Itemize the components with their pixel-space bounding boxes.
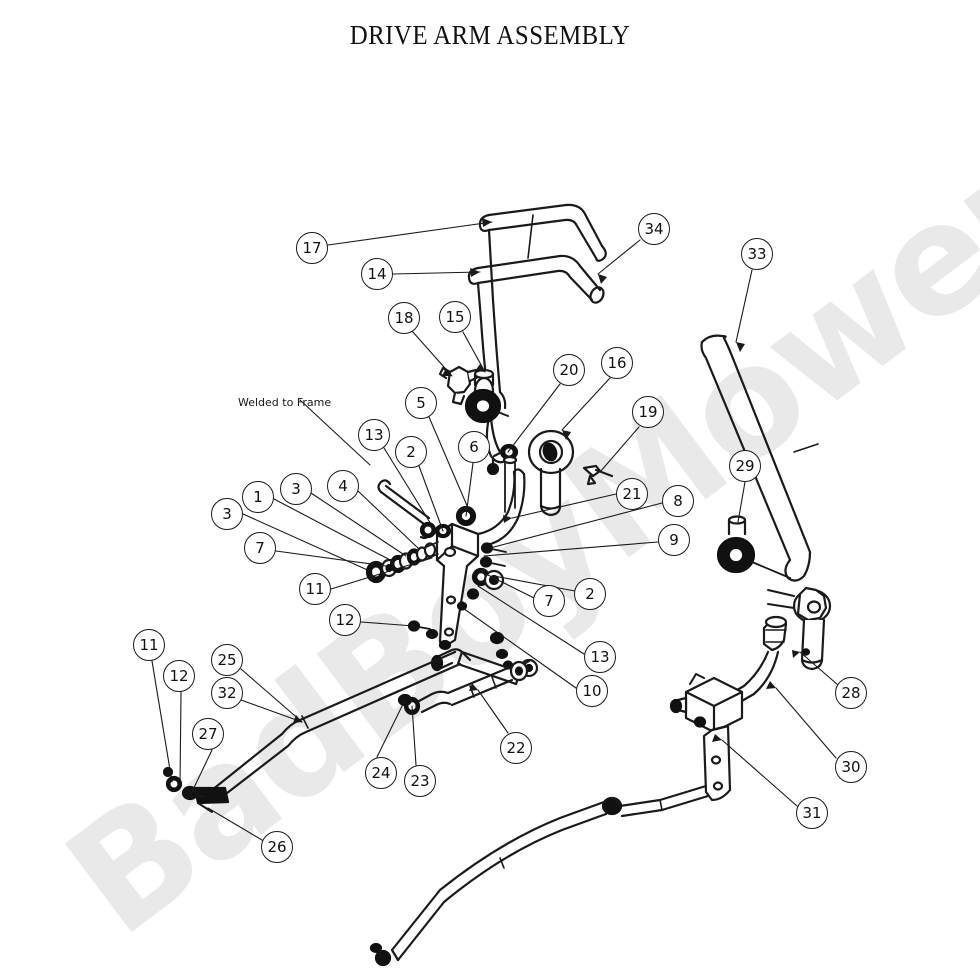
callout-balloon-19[interactable]: 19	[632, 396, 664, 428]
callout-balloon-26[interactable]: 26	[261, 831, 293, 863]
page-title: DRIVE ARM ASSEMBLY	[349, 20, 631, 50]
pivot-hub-part-16	[527, 429, 575, 517]
tie-rod-lower	[403, 660, 529, 716]
callout-balloon-11[interactable]: 11	[133, 629, 165, 661]
callout-balloon-17[interactable]: 17	[296, 232, 328, 264]
callout-balloon-3[interactable]: 3	[280, 473, 312, 505]
bolt-part-19	[582, 464, 614, 486]
hardware-stack-right	[456, 542, 507, 611]
callout-balloon-11[interactable]: 11	[299, 573, 331, 605]
callout-balloon-27[interactable]: 27	[192, 718, 224, 750]
callout-balloon-2[interactable]: 2	[574, 578, 606, 610]
leader-arrowheads	[293, 218, 800, 742]
lower-hardware-group	[407, 620, 514, 670]
callout-balloon-9[interactable]: 9	[658, 524, 690, 556]
callout-balloon-10[interactable]: 10	[576, 675, 608, 707]
callout-balloon-33[interactable]: 33	[741, 238, 773, 270]
callout-balloon-21[interactable]: 21	[616, 478, 648, 510]
callout-balloon-3[interactable]: 3	[211, 498, 243, 530]
callout-balloon-7[interactable]: 7	[533, 585, 565, 617]
drive-arm-plate	[435, 522, 480, 647]
callout-balloon-32[interactable]: 32	[211, 677, 243, 709]
callout-balloon-24[interactable]: 24	[365, 757, 397, 789]
rod-end-part-20	[486, 443, 519, 476]
callout-balloon-12[interactable]: 12	[329, 604, 361, 636]
callout-balloon-23[interactable]: 23	[404, 765, 436, 797]
callout-balloon-13[interactable]: 13	[584, 641, 616, 673]
callout-balloon-7[interactable]: 7	[244, 532, 276, 564]
callout-balloon-34[interactable]: 34	[638, 213, 670, 245]
tie-rod-upper	[430, 648, 539, 686]
callout-balloon-15[interactable]: 15	[439, 301, 471, 333]
callout-balloon-31[interactable]: 31	[796, 797, 828, 829]
callout-balloon-2[interactable]: 2	[395, 436, 427, 468]
left-control-lever-lower	[467, 254, 605, 304]
callout-balloon-29[interactable]: 29	[729, 450, 761, 482]
callout-balloon-20[interactable]: 20	[553, 354, 585, 386]
link-bar-part-4	[377, 479, 452, 540]
callout-balloon-16[interactable]: 16	[601, 347, 633, 379]
callout-balloon-14[interactable]: 14	[361, 258, 393, 290]
callout-balloon-13[interactable]: 13	[358, 419, 390, 451]
right-gearbox-block	[669, 673, 744, 734]
callout-balloon-18[interactable]: 18	[388, 302, 420, 334]
right-control-lever-tube	[700, 334, 819, 582]
right-long-control-rod	[374, 784, 710, 967]
callout-balloon-8[interactable]: 8	[662, 485, 694, 517]
rod-end-hardware-left	[162, 766, 230, 813]
callout-balloon-5[interactable]: 5	[405, 387, 437, 419]
callout-balloon-22[interactable]: 22	[500, 732, 532, 764]
callout-balloon-6[interactable]: 6	[458, 431, 490, 463]
callout-balloon-12[interactable]: 12	[163, 660, 195, 692]
leader-lines	[151, 221, 839, 841]
callout-balloon-4[interactable]: 4	[327, 470, 359, 502]
callout-balloon-25[interactable]: 25	[211, 644, 243, 676]
callout-balloon-1[interactable]: 1	[242, 481, 274, 513]
left-control-lever-upper	[478, 203, 607, 262]
pulley-part-15	[464, 368, 509, 424]
callout-balloon-30[interactable]: 30	[835, 751, 867, 783]
callout-balloon-28[interactable]: 28	[835, 677, 867, 709]
hardware-stack-left	[365, 541, 439, 584]
right-drive-arm-housing	[714, 615, 788, 712]
right-pulley-part-29	[716, 515, 791, 579]
right-clamp-part-28	[767, 586, 832, 671]
welded-to-frame-note: Welded to Frame	[238, 396, 332, 409]
drive-arm-tube	[476, 468, 526, 547]
